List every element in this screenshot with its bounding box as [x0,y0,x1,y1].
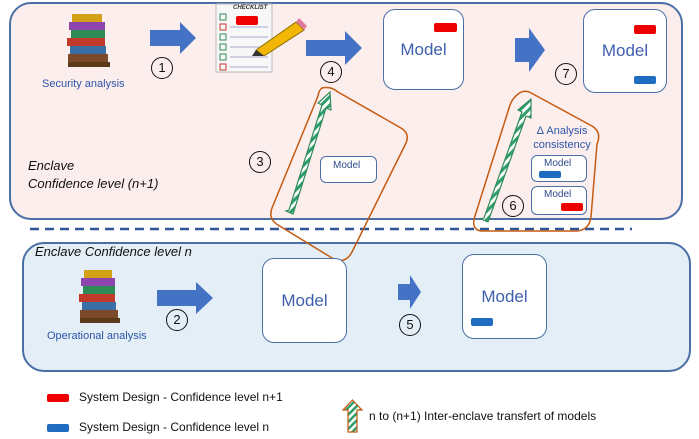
enclave-top-label-2: Confidence level (n+1) [28,176,159,191]
step-7-badge: 7 [555,63,577,85]
model-label: Model [544,158,572,169]
security-analysis-label: Security analysis [42,78,125,90]
step-6-badge: 6 [502,195,524,217]
legend-transfer-label: n to (n+1) Inter-enclave transfert of mo… [369,409,597,423]
model-label: Model [601,41,649,60]
checklist-icon [215,3,273,73]
legend-transfer-arrow-icon [342,399,364,433]
books-icon [79,270,120,323]
legend-blue-swatch [47,424,69,432]
delta-line-2: consistency [533,139,591,151]
model-box-step5[interactable]: Model [462,254,547,339]
delta-analysis-label: Δ Analysis consistency [532,124,592,152]
checklist-red-marker [236,16,258,25]
operational-analysis-label: Operational analysis [47,330,147,342]
pencil-icon [252,18,307,56]
blue-marker [634,76,656,84]
books-icon [67,14,110,67]
red-marker [561,203,583,211]
blue-marker [471,318,493,326]
step-1-badge: 1 [151,57,173,79]
model-label: Model [544,189,572,200]
model-label: Model [281,290,328,310]
delta-line-1: Δ Analysis [536,125,588,137]
checklist-title: CHECKLIST [233,5,268,11]
enclave-bottom-label: Enclave Confidence level n [35,244,192,259]
blue-marker [539,171,561,178]
red-marker [634,25,656,34]
step-2-badge: 2 [166,309,188,331]
step-3-badge: 3 [249,151,271,173]
model-box-step2[interactable]: Model [262,258,347,343]
model-small-transfer[interactable]: Model [320,156,377,183]
red-marker [434,23,457,32]
legend-blue-label: System Design - Confidence level n [79,420,270,434]
step-4-badge: 4 [320,61,342,83]
enclave-confidence-n [22,242,691,372]
model-label: Model [333,160,361,171]
model-label: Model [481,287,528,306]
step-5-badge: 5 [399,314,421,336]
model-label: Model [400,39,447,59]
legend-red-swatch [47,394,69,402]
enclave-top-label-1: Enclave [28,158,75,173]
model-box-step4[interactable]: Model [383,9,464,90]
legend-red-label: System Design - Confidence level n+1 [79,390,283,404]
